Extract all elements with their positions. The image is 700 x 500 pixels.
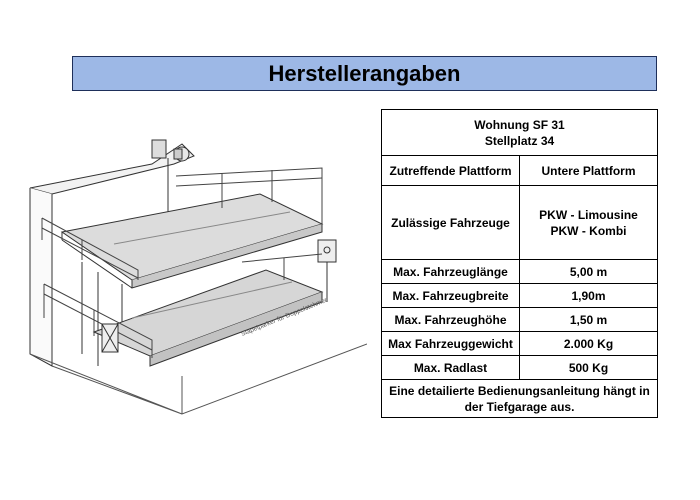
motor-unit-icon: [151, 139, 190, 162]
page-title-text: Herstellerangaben: [268, 60, 461, 86]
table-footer-row: Eine detailierte Bedienungsanleitung hän…: [381, 379, 658, 418]
pit-floor: [29, 343, 367, 415]
ceiling-slab: [29, 143, 195, 195]
lower-railing: [43, 253, 323, 358]
table-row: Max. Fahrzeugbreite 1,90m: [381, 283, 658, 308]
table-footer: Eine detailierte Bedienungsanleitung hän…: [381, 379, 658, 418]
apartment-label: Wohnung SF 31: [474, 117, 565, 132]
row-value: 1,50 m: [519, 307, 658, 332]
table-row: Max. Radlast 500 Kg: [381, 355, 658, 380]
table-header-row: Wohnung SF 31 Stellplatz 34: [381, 109, 658, 156]
table-row: Max. Fahrzeuglänge 5,00 m: [381, 259, 658, 284]
row-label: Zutreffende Plattform: [381, 155, 520, 186]
row-label: Max. Fahrzeughöhe: [381, 307, 520, 332]
row-value: 1,90m: [519, 283, 658, 308]
table-row: Max Fahrzeuggewicht 2.000 Kg: [381, 331, 658, 356]
parking-lift-illustration: Stapelparker für Doppelstehmer: [29, 139, 367, 415]
row-label: Max. Fahrzeuglänge: [381, 259, 520, 284]
lift-mechanism-icon: [101, 323, 119, 353]
table-row: Zulässige Fahrzeuge PKW - Limousine PKW …: [381, 185, 658, 260]
row-label: Max. Fahrzeugbreite: [381, 283, 520, 308]
row-label: Zulässige Fahrzeuge: [381, 185, 520, 260]
row-value: 500 Kg: [519, 355, 658, 380]
vehicle-type: PKW - Kombi: [550, 223, 627, 238]
row-value: 2.000 Kg: [519, 331, 658, 356]
footer-note-line: der Tiefgarage aus.: [464, 399, 575, 414]
table-row: Max. Fahrzeughöhe 1,50 m: [381, 307, 658, 332]
upper-railing: [41, 167, 323, 280]
specs-table: Wohnung SF 31 Stellplatz 34 Zutreffende …: [381, 109, 658, 418]
table-row: Zutreffende Plattform Untere Plattform: [381, 155, 658, 186]
footer-note-line: Eine detailierte Bedienungsanleitung hän…: [389, 383, 650, 398]
left-wall: [29, 188, 53, 367]
page-title: Herstellerangaben: [72, 56, 657, 91]
control-box-icon: [317, 239, 337, 302]
row-value: Untere Plattform: [519, 155, 658, 186]
parking-space-label: Stellplatz 34: [484, 133, 555, 148]
vehicle-type: PKW - Limousine: [539, 207, 638, 222]
row-value: 5,00 m: [519, 259, 658, 284]
row-label: Max Fahrzeuggewicht: [381, 331, 520, 356]
row-label: Max. Radlast: [381, 355, 520, 380]
row-value: PKW - Limousine PKW - Kombi: [519, 185, 658, 260]
table-header: Wohnung SF 31 Stellplatz 34: [381, 109, 658, 156]
